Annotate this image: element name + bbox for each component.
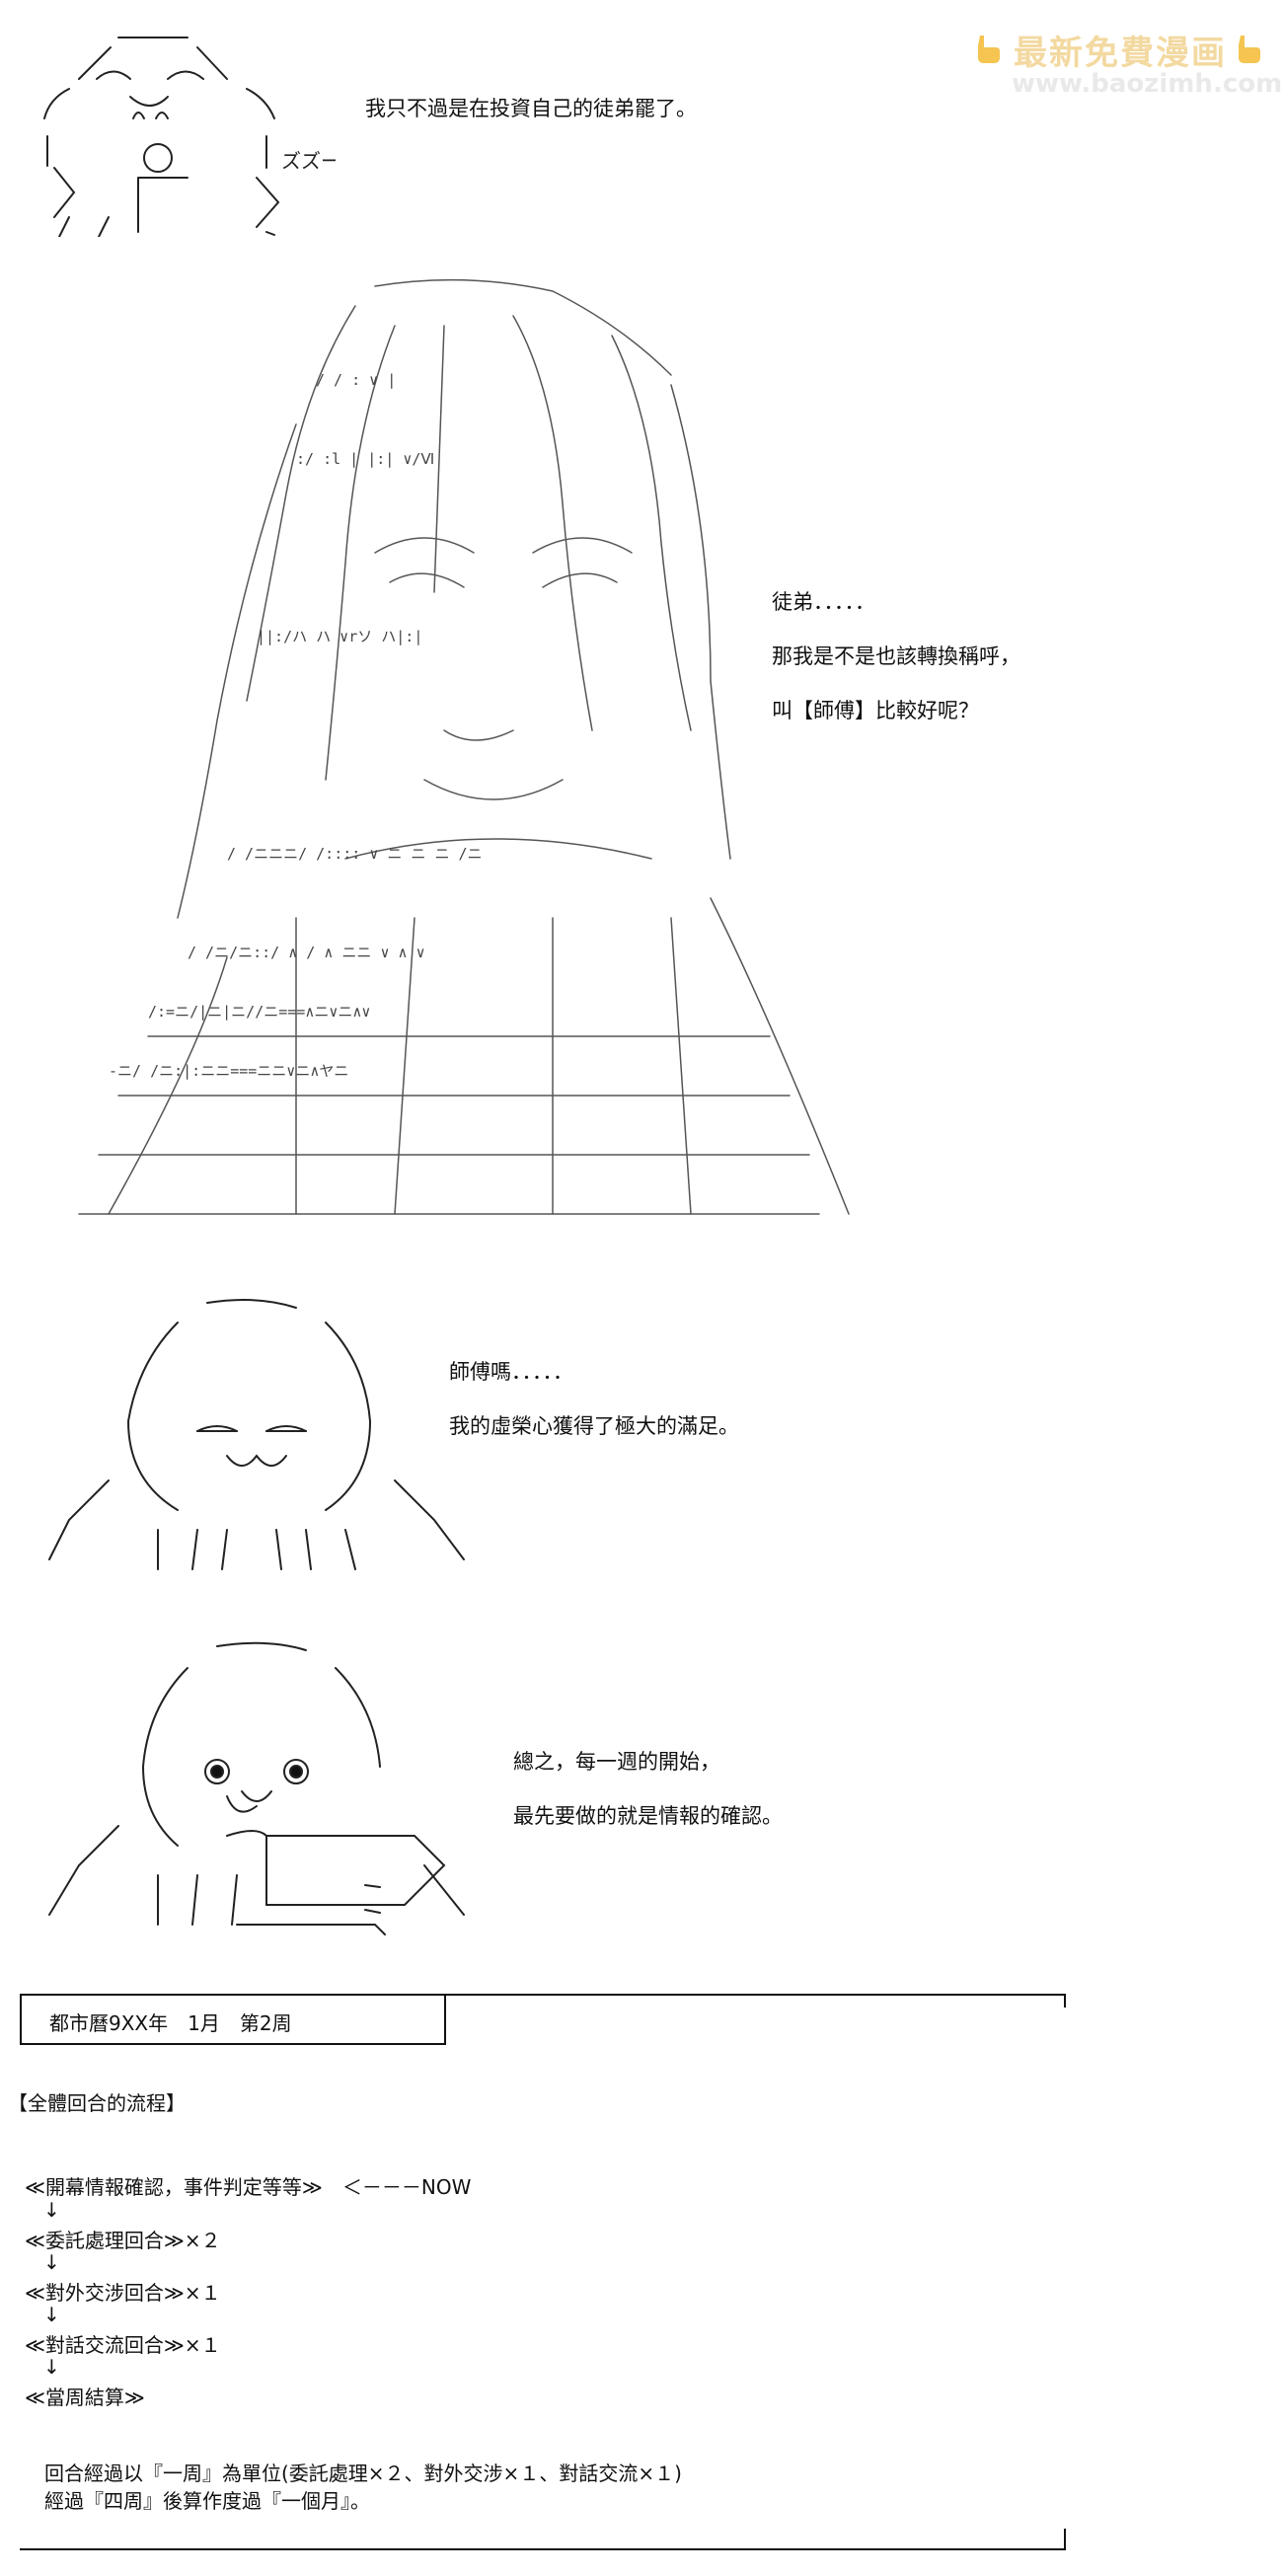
flow-step-opening: ≪開幕情報確認，事件判定等等≫ ＜－－－NOW — [25, 2175, 472, 2199]
flow-note-line2: 經過『四周』後算作度過『一個月』。 — [44, 2489, 370, 2513]
bottom-rule-tick — [1064, 2529, 1066, 2550]
watermark: 最新免費漫画 www.baozimh.com — [952, 18, 1282, 103]
panel4-line1: 總之，每一週的開始， — [513, 1750, 720, 1774]
watermark-url: www.baozimh.com — [1012, 69, 1283, 99]
flow-step-negotiation: ≪對外交涉回合≫×１ — [25, 2281, 221, 2305]
flow-step-dialogue: ≪對話交流回合≫×１ — [25, 2333, 221, 2357]
flow-note-line1: 回合經過以『一周』為單位(委託處理×２、對外交涉×１、對話交流×１) — [44, 2462, 682, 2485]
svg-text:-ニ/ /ニ:|:ニニ===ニニ∨ニ∧ヤニ: -ニ/ /ニ:|:ニニ===ニニ∨ニ∧ヤニ — [109, 1062, 348, 1080]
panel2-line2: 那我是不是也該轉換稱呼， — [772, 644, 1020, 668]
panel2-line3: 叫【師傅】比較好呢？ — [772, 699, 979, 722]
svg-text::/ :l | |:| ∨/Ⅵ: :/ :l | |:| ∨/Ⅵ — [296, 450, 434, 468]
slurp-sfx: ズズー — [281, 149, 336, 173]
round-character-reading-art — [48, 1641, 465, 1935]
bottom-rule — [20, 2548, 1066, 2550]
watermark-title: 最新免費漫画 — [1014, 34, 1227, 73]
panel2-line1: 徒弟．．．．． — [772, 590, 875, 614]
down-arrow-icon: ↓ — [43, 2198, 60, 2222]
svg-text:/ /ニニニ/ /:::: ∨ ニ ニ ニ /ニ: / /ニニニ/ /:::: ∨ ニ ニ ニ /ニ — [227, 845, 483, 863]
flow-heading: 【全體回合的流程】 — [8, 2091, 186, 2115]
svg-text:/ / : ∨ |: / / : ∨ | — [316, 371, 396, 389]
date-box-left-border — [20, 1994, 22, 2045]
pointing-hand-icon — [1239, 36, 1260, 63]
pointing-hand-icon — [978, 36, 1000, 63]
panel4-line2: 最先要做的就是情報的確認。 — [513, 1804, 783, 1828]
panel3-line1: 師傅嗎．．．．． — [449, 1360, 573, 1384]
calendar-date: 都市曆9XX年 1月 第2周 — [49, 2011, 292, 2035]
svg-text:||:/ハ ハ ∨rソ ハ|:|: ||:/ハ ハ ∨rソ ハ|:| — [257, 628, 422, 645]
long-hair-character-art: / / : ∨ | :/ :l | |:| ∨/Ⅵ ||:/ハ ハ ∨rソ ハ|… — [78, 278, 850, 1215]
flow-step-settlement: ≪當周結算≫ — [25, 2386, 145, 2409]
svg-text:/:=ニ/|ニ|ニ//ニ===∧ニ∨ニ∧∨: /:=ニ/|ニ|ニ//ニ===∧ニ∨ニ∧∨ — [148, 1003, 370, 1021]
panel3-line2: 我的虛榮心獲得了極大的滿足。 — [449, 1414, 739, 1438]
flow-step-commission: ≪委託處理回合≫×２ — [25, 2229, 221, 2252]
date-box-bottom-border — [20, 2043, 446, 2045]
panel1-speech: 我只不過是在投資自己的徒弟罷了。 — [365, 97, 697, 120]
down-arrow-icon: ↓ — [43, 2250, 60, 2274]
down-arrow-icon: ↓ — [43, 2355, 60, 2379]
down-arrow-icon: ↓ — [43, 2303, 60, 2326]
date-box-right-tick — [1064, 1994, 1066, 2008]
date-box-top-border — [20, 1994, 1066, 1996]
date-box-divider — [444, 1994, 446, 2045]
character-sipping-art: ズズー — [43, 37, 336, 237]
svg-text:/ /ニ/ニ::/ ∧ / ∧ ニニ ∨ ∧ ∨: / /ニ/ニ::/ ∧ / ∧ ニニ ∨ ∧ ∨ — [188, 944, 425, 961]
round-character-pleased-art — [48, 1298, 465, 1570]
